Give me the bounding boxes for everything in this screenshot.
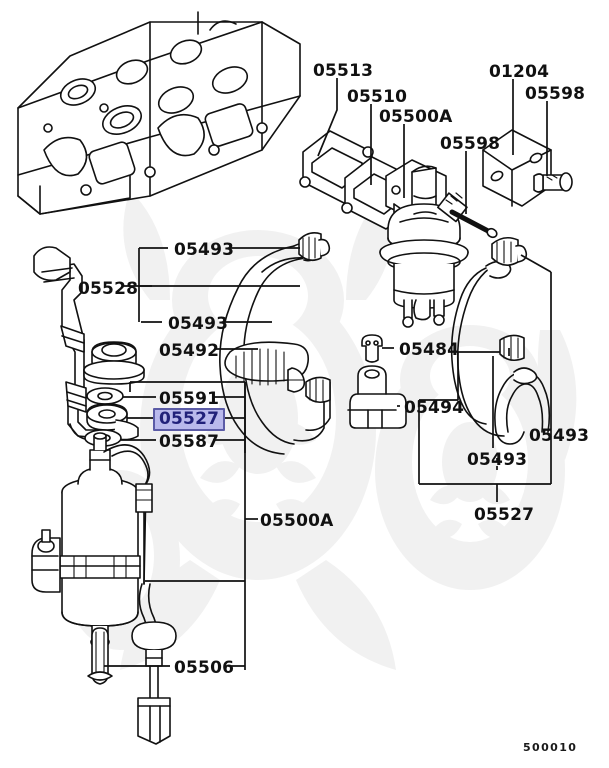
screw-05506 — [87, 627, 113, 685]
part-number-05493: 05493 — [467, 450, 528, 470]
part-number-05598: 05598 — [440, 134, 501, 154]
cylinder-head-drawing — [17, 11, 301, 215]
part-number-05484: 05484 — [399, 340, 460, 360]
part-number-05493: 05493 — [168, 314, 229, 334]
part-number-05500A: 05500A — [379, 107, 453, 127]
hose-clamp-right-mid — [499, 334, 525, 362]
hose-clamp-mid — [305, 376, 331, 404]
mechanical-fuel-pump-05500A — [379, 159, 469, 328]
part-number-05493: 05493 — [529, 426, 590, 446]
hose-clamp-top — [298, 232, 331, 262]
bracket-05494 — [347, 365, 407, 429]
part-number-05500A: 05500A — [260, 511, 334, 531]
fuel-hose-05493-center — [219, 232, 331, 455]
part-number-05513: 05513 — [313, 61, 374, 81]
part-number-05494: 05494 — [404, 398, 465, 418]
hose-clamp-right-upper — [491, 236, 528, 266]
part-number-01204: 01204 — [489, 62, 550, 82]
hose-clamp-05492 — [224, 341, 310, 393]
bolt-05484 — [361, 334, 383, 363]
fuel-pipe-05528 — [33, 246, 105, 441]
part-number-05527-highlighted[interactable]: 05527 — [153, 408, 226, 431]
leader-05513 — [317, 78, 338, 157]
part-number-05528: 05528 — [78, 279, 139, 299]
part-number-05587: 05587 — [159, 432, 220, 452]
fuel-hose-05493-right — [450, 236, 551, 445]
bolt-05598-right — [533, 172, 573, 193]
diagram-number: 500010 — [523, 741, 578, 754]
part-number-05510: 05510 — [347, 87, 408, 107]
part-number-05598: 05598 — [525, 84, 586, 104]
bolt-05598-middle — [436, 192, 498, 239]
part-number-05591: 05591 — [159, 389, 220, 409]
leader-05493-c-diag — [520, 254, 552, 273]
part-number-05527: 05527 — [474, 505, 535, 525]
part-number-05492: 05492 — [159, 341, 220, 361]
part-number-05506: 05506 — [174, 658, 235, 678]
part-number-05493: 05493 — [174, 240, 235, 260]
